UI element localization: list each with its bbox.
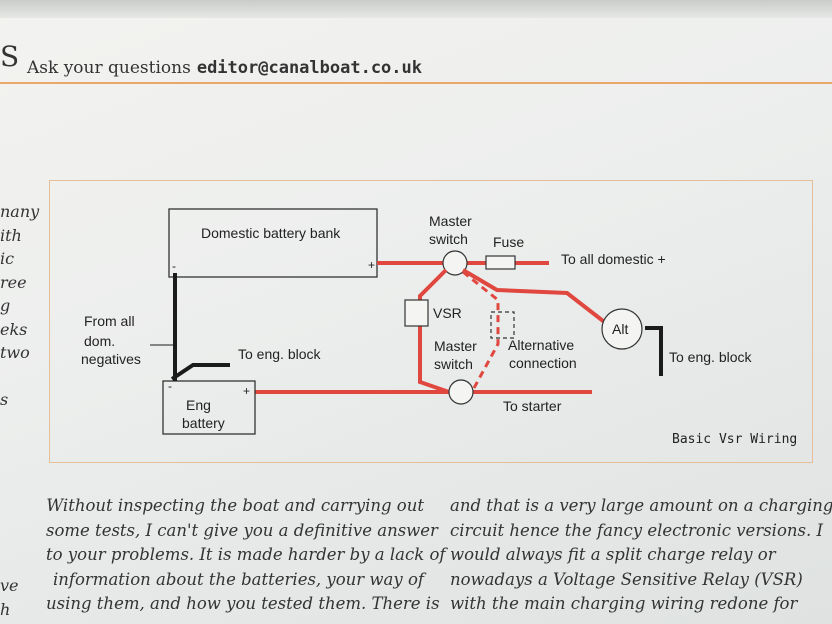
section-letter: S bbox=[0, 40, 20, 73]
body-line: would always fit a split charge relay or bbox=[450, 545, 776, 564]
master-switch-top-label-1: Master bbox=[429, 213, 472, 229]
eng-battery-box bbox=[162, 380, 256, 435]
left-fragment: eks bbox=[0, 319, 28, 339]
body-column-left: Without inspecting the boat and carrying… bbox=[46, 494, 446, 617]
vsr-label: VSR bbox=[433, 305, 462, 321]
eng-battery-label-2: battery bbox=[182, 415, 225, 431]
header-rule bbox=[0, 82, 832, 84]
wire-alt-ground bbox=[645, 326, 663, 376]
alt-label: Alt bbox=[612, 321, 628, 337]
body-line: some tests, I can't give you a definitiv… bbox=[46, 520, 438, 540]
body-line: information about the batteries, your wa… bbox=[52, 569, 424, 589]
left-fragment: s bbox=[0, 389, 9, 409]
body-line: and that is a very large amount on a cha… bbox=[450, 496, 832, 515]
to-eng-block-right-label: To eng. block bbox=[669, 349, 752, 365]
header-prompt: Ask your questions bbox=[27, 58, 191, 78]
alternative-label-1: Alternative bbox=[508, 337, 574, 353]
alternator-symbol bbox=[601, 308, 643, 350]
vsr-box bbox=[404, 299, 429, 327]
left-fragment: ic bbox=[0, 249, 15, 268]
fuse-label: Fuse bbox=[493, 234, 524, 250]
left-fragment: two bbox=[0, 343, 30, 362]
wire-alternator bbox=[461, 268, 609, 326]
from-negatives-label-2: dom. bbox=[84, 333, 115, 349]
domestic-battery-label: Domestic battery bank bbox=[201, 225, 341, 241]
master-switch-bottom-label-2: switch bbox=[434, 356, 473, 372]
to-eng-block-left-label: To eng. block bbox=[238, 346, 321, 362]
domestic-plus: + bbox=[368, 258, 375, 272]
body-line: to your problems. It is made harder by a… bbox=[46, 545, 446, 564]
body-line: nowadays a Voltage Sensitive Relay (VSR) bbox=[450, 569, 803, 589]
alternative-relay-box bbox=[490, 311, 515, 339]
eng-battery-label-1: Eng bbox=[186, 397, 211, 413]
to-domestic-label: To all domestic + bbox=[561, 251, 666, 267]
body-column-right: and that is a very large amount on a cha… bbox=[450, 494, 832, 617]
body-line: Without inspecting the boat and carrying… bbox=[46, 496, 424, 515]
left-fragment: h bbox=[0, 600, 11, 619]
left-fragment: nany bbox=[0, 202, 40, 221]
body-line: with the main charging wiring redone for bbox=[450, 594, 798, 613]
eng-plus: + bbox=[243, 384, 250, 398]
eng-minus: - bbox=[168, 379, 172, 393]
from-negatives-label-3: negatives bbox=[81, 351, 141, 367]
master-switch-bottom-label-1: Master bbox=[434, 338, 477, 354]
wiring-diagram-frame bbox=[49, 180, 813, 463]
left-bottom-fragments: ve h bbox=[0, 574, 19, 622]
left-fragment: ith bbox=[0, 225, 22, 245]
body-line: circuit hence the fancy electronic versi… bbox=[450, 520, 823, 540]
header-email: editor@canalboat.co.uk bbox=[196, 58, 422, 78]
alternative-label-2: connection bbox=[509, 355, 577, 371]
master-switch-top bbox=[442, 250, 468, 276]
left-fragment: ree bbox=[0, 272, 27, 292]
wire-vsr-branch bbox=[418, 268, 450, 394]
diagram-caption: Basic Vsr Wiring bbox=[672, 432, 797, 447]
wire-alternative bbox=[462, 270, 500, 389]
fuse-symbol bbox=[485, 255, 516, 270]
wire-to-eng-block bbox=[170, 363, 230, 381]
master-switch-bottom bbox=[448, 379, 474, 405]
page-top-edge bbox=[0, 0, 832, 18]
body-line: using them, and how you tested them. The… bbox=[46, 594, 440, 613]
to-starter-label: To starter bbox=[503, 398, 562, 414]
from-negatives-label-1: From all bbox=[84, 313, 135, 329]
domestic-minus: - bbox=[172, 259, 176, 273]
left-column-fragments: nany ith ic ree g eks two s bbox=[0, 200, 40, 411]
left-fragment: g bbox=[0, 296, 11, 315]
master-switch-top-label-2: switch bbox=[429, 231, 468, 247]
domestic-battery-box bbox=[168, 208, 378, 278]
left-fragment: ve bbox=[0, 576, 19, 595]
